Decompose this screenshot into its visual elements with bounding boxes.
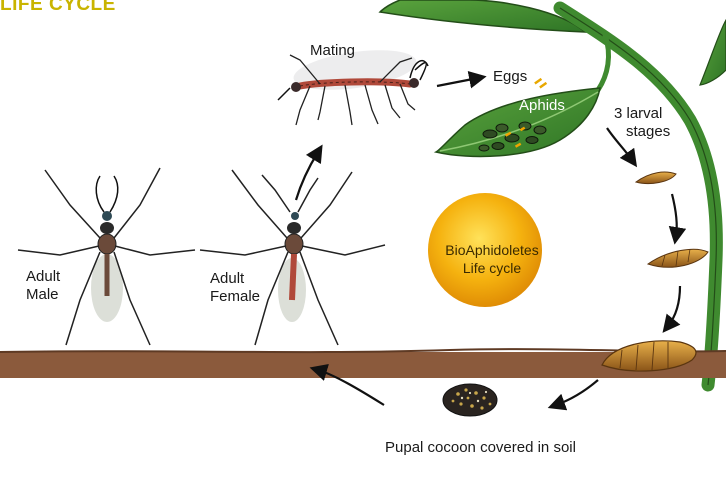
- arrow-larva-to-soil: [556, 380, 598, 405]
- plant-stem: [560, 8, 716, 385]
- larva-medium: [648, 249, 708, 267]
- pupal-cocoon: [443, 384, 497, 416]
- adult-male-fly: [18, 168, 195, 345]
- right-leaf: [700, 20, 726, 85]
- arrow-female-to-mating: [296, 152, 318, 200]
- adult-female-fly: [200, 170, 385, 345]
- eggs-marks: [534, 78, 547, 89]
- page-title: LIFE CYCLE: [0, 0, 116, 16]
- center-label: BioAphidoletes Life cycle: [427, 241, 557, 277]
- label-adult-female-line2: Female: [210, 288, 260, 306]
- label-adult-male-line2: Male: [26, 286, 60, 304]
- label-mating: Mating: [310, 42, 355, 60]
- arrow-mating-to-eggs: [437, 78, 478, 86]
- label-larval-line2: stages: [614, 123, 670, 141]
- top-leaf: [380, 0, 585, 32]
- label-eggs: Eggs: [493, 68, 527, 86]
- arrow-larva1-to-larva2: [672, 194, 677, 236]
- center-label-line1: BioAphidoletes: [427, 241, 557, 259]
- arrow-larva2-to-larva3: [668, 286, 680, 326]
- label-adult-female: Adult Female: [210, 270, 260, 306]
- label-pupal-cocoon: Pupal cocoon covered in soil: [385, 439, 576, 457]
- label-aphids: Aphids: [519, 97, 565, 115]
- larva-small: [636, 172, 676, 184]
- label-larval-line1: 3 larval: [614, 105, 670, 123]
- center-label-line2: Life cycle: [427, 259, 557, 277]
- label-adult-male-line1: Adult: [26, 268, 60, 286]
- label-adult-male: Adult Male: [26, 268, 60, 304]
- label-adult-female-line1: Adult: [210, 270, 260, 288]
- label-larval-stages: 3 larval stages: [614, 105, 670, 141]
